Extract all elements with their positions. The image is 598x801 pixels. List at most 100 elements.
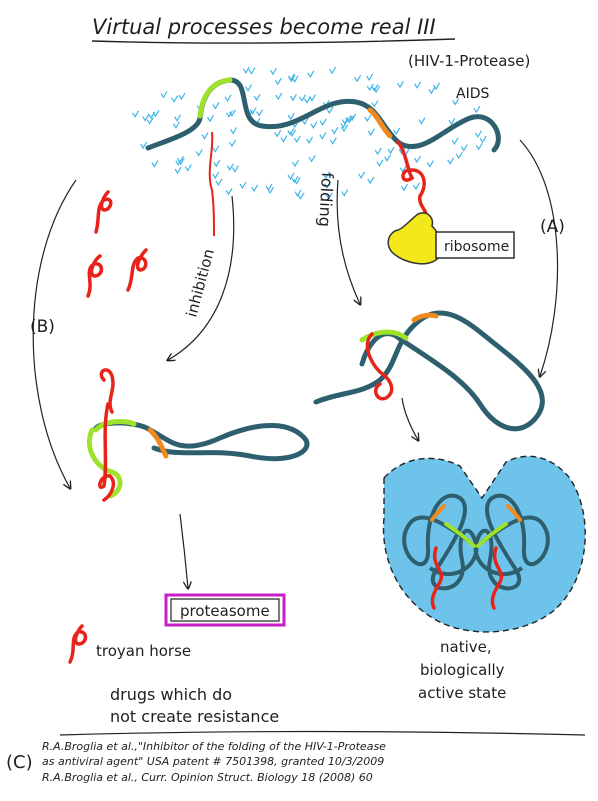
water-tick [304,96,312,104]
arrow-b [32,179,77,488]
water-tick [374,147,382,156]
arrow-a [519,139,559,376]
water-tick [367,128,375,137]
water-tick [323,181,331,189]
title-underline [91,38,456,44]
water-tick [340,121,348,129]
trojan-horse-icon [68,624,88,664]
water-tick [340,124,349,133]
water-tick [414,81,422,89]
water-tick [452,98,460,106]
water-tick [322,171,330,180]
water-tick [364,114,372,123]
water-tick [172,121,180,129]
water-tick [479,135,487,144]
water-tick [297,192,305,200]
water-tick [176,155,184,164]
ribosome-shape [387,212,443,265]
water-tick [367,176,375,185]
water-tick [376,159,384,168]
water-tick [473,105,481,114]
water-tick [325,192,333,200]
water-tick [132,110,140,118]
native-dimer [382,455,586,633]
water-tick [400,183,408,192]
water-tick [269,67,277,76]
water-tick [418,117,426,125]
trojan-horse-label: troyan horse [96,642,191,660]
folded-chain [313,310,545,432]
water-tick [288,74,296,83]
water-tick [349,113,357,122]
reference-2: R.A.Broglia et al., Curr. Opinion Struct… [42,771,373,784]
ribosome-label: ribosome [444,239,509,255]
water-tick [253,93,261,102]
water-tick [387,146,395,155]
water-tick [287,128,295,136]
water-tick [274,77,282,86]
water-tick [346,115,354,124]
water-tick [224,94,232,102]
label-b: (B) [30,317,55,337]
water-tick [225,188,233,196]
water-tick [474,130,482,139]
water-tick [212,171,220,180]
drugs-label-1: drugs which do [110,685,232,704]
inhibited-chain [87,368,310,502]
water-tick [213,159,221,168]
water-tick [256,109,264,117]
water-tick [354,74,362,83]
water-tick [215,178,223,187]
water-tick [294,189,302,197]
water-tick [310,121,318,129]
water-tick [184,164,192,172]
water-tick [291,159,300,168]
water-tick [412,182,420,191]
drugs-underline [59,730,586,736]
proteasome-label: proteasome [180,602,270,620]
native-label-2: biologically [420,661,505,679]
drugs-label-2: not create resistance [110,707,279,726]
subtitle-protein: (HIV-1-Protease) [408,52,530,70]
water-tick [293,135,301,144]
arrow-folding [336,179,360,304]
water-tick [174,114,182,122]
arrow-to-proteasome [179,513,188,588]
water-tick [212,145,220,153]
water-tick [287,112,295,121]
reference-1-line-2: as antiviral agent" USA patent # 7501398… [42,755,384,768]
water-tick [225,110,233,118]
water-tick [298,94,306,102]
native-label-3: active state [418,684,506,702]
arrow-inhibition [168,195,235,360]
water-tick [329,137,337,145]
water-tick [206,114,214,123]
label-folding: folding [315,172,337,228]
label-a: (A) [540,217,565,237]
water-tick [242,66,250,74]
water-tick [151,160,159,168]
water-tick [371,84,379,92]
water-tick [455,151,463,160]
water-tick [274,129,282,138]
water-tick [228,109,236,118]
water-tick [245,84,253,92]
water-tick [201,132,209,140]
water-tick [174,166,182,175]
free-peptides [86,190,148,298]
water-tick [306,136,314,145]
water-tick [228,139,237,148]
nascent-chain [145,77,501,237]
water-tick [329,66,337,75]
water-tick [171,95,179,103]
water-tick [160,91,168,99]
proteasome-box-outer [164,593,286,627]
water-tick [428,86,436,95]
water-tick [396,80,405,89]
water-tick [366,73,374,82]
proteasome-box-inner [170,598,280,622]
water-tick [384,154,392,162]
water-tick [326,106,334,115]
water-tick [373,85,381,94]
